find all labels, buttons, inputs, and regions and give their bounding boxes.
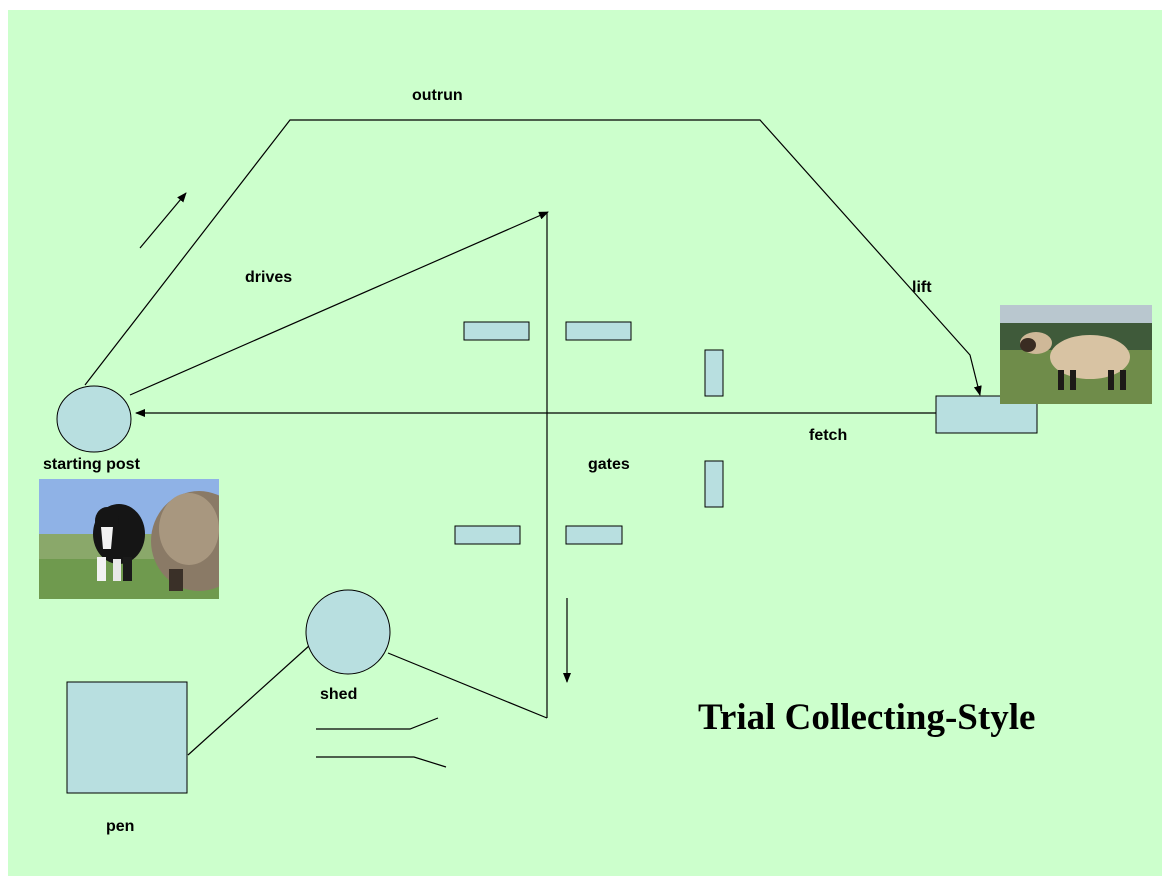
label-lift: lift (912, 279, 932, 296)
starting-post (56, 385, 132, 453)
shed-circle (305, 589, 391, 675)
label-shed: shed (320, 686, 358, 703)
drive-path (129, 211, 549, 396)
label-drives: drives (245, 269, 293, 286)
label-starting-post: starting post (43, 456, 140, 473)
label-pen: pen (106, 818, 135, 835)
pen-gate-lower (316, 756, 447, 768)
gate-lower-right (565, 525, 623, 545)
slide-background (8, 10, 1162, 876)
dog-photo (39, 479, 219, 599)
outrun-direction-arrow (139, 192, 187, 249)
pen-gate-upper (316, 717, 439, 730)
gate-right-upper (704, 349, 724, 397)
slide-title: Trial Collecting-Style (698, 697, 1036, 738)
label-outrun: outrun (412, 87, 463, 104)
gate-lower-left (454, 525, 521, 545)
pen-line (187, 644, 311, 756)
label-fetch: fetch (809, 427, 848, 444)
gate-right-lower (704, 460, 724, 508)
gate-upper-right (565, 321, 632, 341)
pen-square (66, 681, 188, 794)
sheep-photo (1000, 305, 1152, 404)
shed-line (387, 652, 548, 719)
outrun-path (84, 119, 982, 396)
gate-upper-left (463, 321, 530, 341)
label-gates: gates (588, 456, 630, 473)
